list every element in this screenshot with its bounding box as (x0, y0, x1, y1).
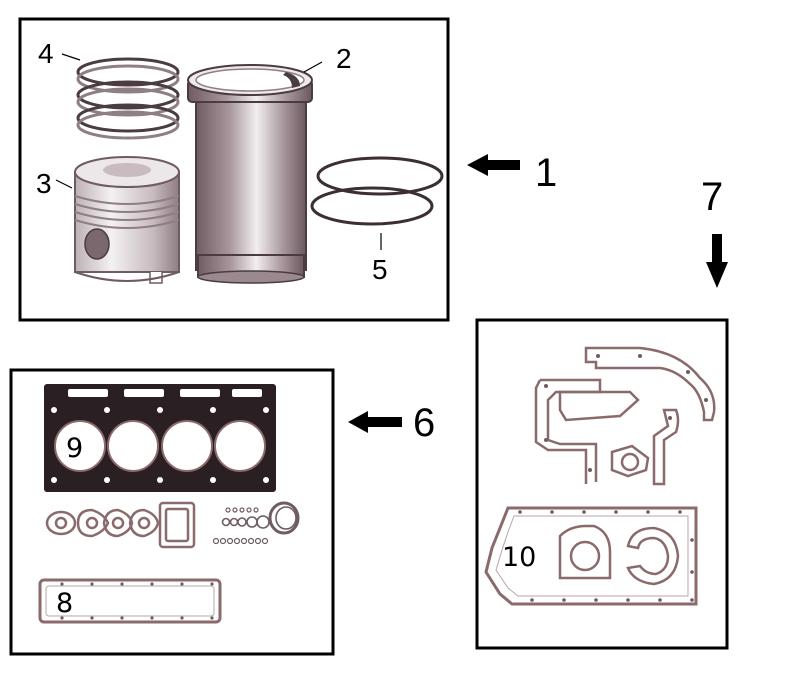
piston-liner-kit-panel: 4 2 3 5 (18, 17, 450, 322)
arrow-6: 6 (348, 401, 435, 445)
callout-2: 2 (336, 43, 352, 74)
cylinder-liner (187, 64, 313, 284)
callout-1: 1 (535, 151, 557, 195)
head-gasket: 9 (44, 384, 276, 492)
callout-8: 8 (56, 588, 73, 619)
seals-and-o-rings (212, 501, 300, 545)
crankcase-gasket: 10 (484, 506, 698, 606)
callout-3: 3 (36, 168, 52, 199)
oil-pan-gasket: 8 (38, 578, 222, 624)
timing-cover-bolt-holes (544, 354, 708, 472)
bottom-gasket-set-panel: 10 (475, 318, 729, 650)
callout-6: 6 (413, 401, 435, 445)
piston-rings (76, 57, 180, 140)
liner-o-rings (310, 156, 444, 226)
callout-4: 4 (38, 38, 54, 69)
panel-frame (475, 318, 729, 650)
small-gaskets (45, 501, 196, 549)
top-gasket-set-panel: 9 (9, 368, 335, 656)
leader-lines (55, 53, 382, 250)
arrow-7: 7 (701, 175, 728, 288)
piston (74, 156, 180, 284)
callout-10: 10 (502, 542, 536, 573)
callout-9: 9 (66, 433, 83, 464)
timing-cover-gasket (534, 346, 716, 486)
arrow-1: 1 (467, 151, 557, 195)
callout-7: 7 (701, 175, 723, 219)
callout-5: 5 (372, 254, 388, 285)
